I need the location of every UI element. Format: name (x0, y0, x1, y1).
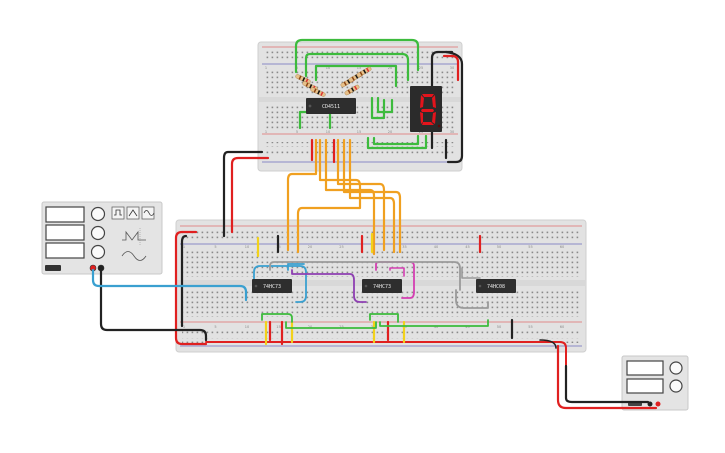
column-number: 10 (245, 325, 249, 329)
fg-knob-2[interactable] (90, 225, 106, 241)
column-number: 60 (560, 245, 564, 249)
display-segments (420, 94, 436, 125)
column-number: 15 (357, 66, 361, 70)
fg-sine-preview (121, 251, 147, 261)
column-number: 60 (560, 325, 564, 329)
column-number: 50 (497, 245, 501, 249)
fg-display-3 (45, 242, 85, 259)
column-number: 25 (339, 325, 343, 329)
column-number: 15 (357, 130, 361, 134)
chip-74hc73-1[interactable]: 74HC73 (252, 279, 292, 293)
psu-terminal-positive[interactable] (655, 401, 661, 407)
chip-label: 74HC73 (373, 284, 391, 290)
chip-label: CD4511 (322, 104, 340, 110)
column-number: 30 (450, 130, 454, 134)
column-number: 45 (465, 325, 469, 329)
column-number: 15 (276, 325, 280, 329)
column-number: 45 (465, 245, 469, 249)
column-number: 50 (497, 325, 501, 329)
psu-display-1 (626, 360, 664, 376)
sine-wave-icon[interactable] (141, 206, 155, 220)
chip-label: 74HC73 (263, 284, 281, 290)
column-number: 40 (434, 325, 438, 329)
fg-knob-1[interactable] (90, 206, 106, 222)
chip-cd4511[interactable]: CD4511 (306, 98, 356, 114)
column-number: 55 (528, 325, 532, 329)
fg-knob-3[interactable] (90, 244, 106, 260)
wires[interactable] (91, 38, 658, 410)
main-breadboard[interactable]: 1155101015152020252530303535404045455050… (175, 219, 587, 353)
column-number: 25 (339, 245, 343, 249)
column-number: 25 (419, 66, 423, 70)
column-number: 20 (388, 66, 392, 70)
column-number: 5 (214, 325, 216, 329)
triangle-wave-icon[interactable] (126, 206, 140, 220)
column-number: 5 (296, 130, 298, 134)
column-number: 55 (528, 245, 532, 249)
column-number: 1 (265, 130, 267, 134)
column-number: 1 (183, 325, 185, 329)
chip-label: 74HC08 (487, 284, 505, 290)
column-number: 10 (326, 130, 330, 134)
psu-knob-2[interactable] (669, 379, 683, 393)
fg-power-switch[interactable] (45, 265, 61, 271)
fg-square-preview (122, 230, 146, 241)
display-digit-value: 8 (426, 81, 428, 85)
column-number: 1 (183, 245, 185, 249)
resistors[interactable] (295, 66, 372, 97)
psu-display-2 (626, 378, 664, 394)
psu-knob-1[interactable] (669, 361, 683, 375)
column-number: 10 (245, 245, 249, 249)
seven-segment-display[interactable]: 8 (410, 81, 442, 132)
column-number: 20 (308, 245, 312, 249)
column-number: 5 (214, 245, 216, 249)
column-number: 1 (265, 66, 267, 70)
function-generator[interactable] (41, 201, 163, 275)
fg-display-2 (45, 224, 85, 241)
column-number: 20 (308, 325, 312, 329)
column-number: 30 (450, 66, 454, 70)
column-number: 10 (326, 66, 330, 70)
column-number: 20 (388, 130, 392, 134)
chip-74hc73-2[interactable]: 74HC73 (362, 279, 402, 293)
square-wave-icon[interactable] (111, 206, 125, 220)
fg-display-1 (45, 206, 85, 223)
chip-74hc08[interactable]: 74HC08 (476, 279, 516, 293)
column-number: 40 (434, 245, 438, 249)
column-number: 35 (402, 245, 406, 249)
